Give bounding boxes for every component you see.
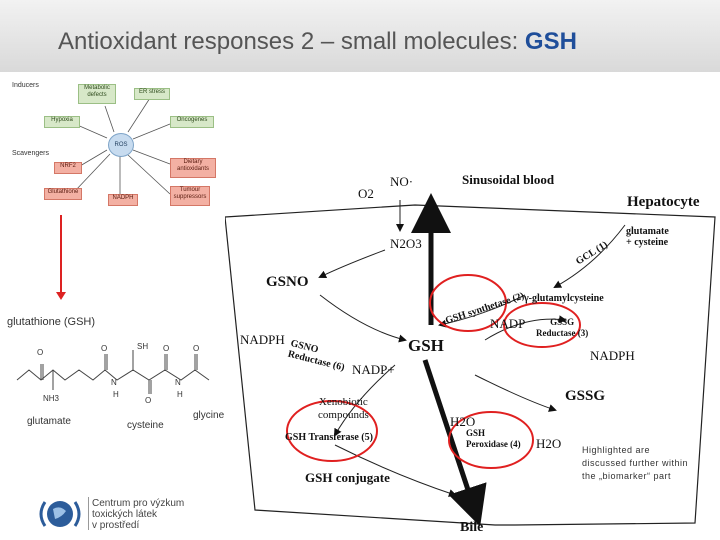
box-tumour-suppressors: Tumour suppressors — [170, 186, 210, 206]
atom-sh: SH — [137, 342, 149, 351]
atom-n-1: N — [111, 378, 117, 387]
inducers-label: Inducers — [12, 82, 39, 89]
logo-line-3: v prostředí — [92, 520, 140, 531]
arrow-synthetase — [438, 294, 526, 328]
highlight-transferase — [286, 400, 378, 462]
atom-h-1: H — [113, 390, 119, 399]
logo-line-1: Centrum pro výzkum — [92, 498, 185, 509]
structure-bonds — [16, 350, 210, 394]
label-gsh-transferase: GSH Transferase (5) — [285, 432, 373, 443]
logo-text: Centrum pro výzkum toxických látek v pro… — [92, 498, 184, 531]
label-nadph-right: NADPH — [590, 348, 635, 363]
ros-panel: Inducers Scavengers Metabolic defects ER… — [10, 76, 225, 216]
label-gssg: GSSG — [565, 388, 606, 404]
label-n2o3: N2O3 — [390, 236, 422, 251]
ros-center: ROS — [108, 133, 134, 157]
box-oncogenes: Oncogenes — [170, 116, 214, 128]
atom-h-2: H — [177, 390, 183, 399]
title-text: Antioxidant responses 2 – small molecule… — [58, 28, 519, 55]
label-nadph-left: NADPH — [240, 332, 285, 347]
label-xenobiotic: Xenobiotic compounds — [318, 396, 369, 421]
atom-o-4: O — [193, 344, 200, 353]
atom-o-5: O — [145, 396, 152, 405]
label-gsno: GSNO — [266, 274, 309, 290]
box-hypoxia: Hypoxia — [44, 116, 80, 128]
label-glutamate-cysteine: glutamate + cysteine — [626, 226, 669, 248]
arrow-gssg-reductase — [484, 315, 567, 341]
label-gamma-glutamylcysteine: γ-glutamylcysteine — [524, 293, 604, 304]
label-glutamate: glutamate — [27, 416, 71, 427]
arrow-gsh-gssg — [474, 374, 557, 412]
label-sinusoidal-blood: Sinusoidal blood — [462, 172, 555, 187]
slide-title: Antioxidant responses 2 – small molecule… — [58, 28, 577, 56]
arrow-n2o3-gsno — [318, 249, 386, 279]
hepatocyte-diagram — [225, 193, 716, 527]
label-bile: Bile — [460, 520, 484, 535]
recetox-logo-icon — [39, 501, 81, 527]
atom-n-2: N — [175, 378, 181, 387]
label-nadp-right: NADP — [490, 316, 526, 331]
arrow-gcl — [553, 224, 626, 288]
export-arrow-bile — [422, 359, 487, 527]
logo-divider — [88, 497, 89, 530]
logo-line-2: toxických látek — [92, 509, 158, 520]
pointer-arrow-head — [56, 292, 66, 300]
structure-heading: glutathione (GSH) — [7, 316, 96, 328]
box-er-stress: ER stress — [134, 88, 170, 100]
highlight-peroxidase — [448, 411, 534, 469]
atom-nh3: NH3 — [43, 394, 60, 403]
label-no: NO· — [390, 174, 414, 189]
box-nrf2: NRF2 — [54, 162, 82, 174]
arrow-gsno-reduction — [319, 294, 407, 343]
atom-o-3: O — [163, 344, 170, 353]
cell-outline — [225, 204, 716, 526]
box-nadph: NADPH — [108, 194, 138, 206]
highlight-gssg-reductase — [503, 302, 581, 348]
box-metabolic-defects: Metabolic defects — [78, 84, 116, 104]
gsh-structure: glutathione (GSH) O O SH O O NH3 N H N H… — [5, 312, 230, 432]
label-gsh-center: GSH — [408, 336, 444, 355]
label-glycine: glycine — [193, 410, 225, 421]
title-bar — [0, 0, 720, 72]
title-accent: GSH — [524, 28, 577, 55]
highlight-synthetase — [429, 274, 507, 332]
atom-o-2: O — [101, 344, 108, 353]
box-dietary-antioxidants: Dietary antioxidants — [170, 158, 216, 178]
label-gsh-conjugate: GSH conjugate — [305, 470, 390, 485]
arrow-conjugate — [334, 444, 457, 497]
atom-o-1: O — [37, 348, 44, 357]
ros-arrows — [74, 97, 171, 195]
pointer-arrow — [60, 215, 62, 295]
label-h2o-right: H2O — [536, 436, 562, 451]
highlight-circles — [286, 274, 581, 469]
box-glutathione: Glutathione — [44, 188, 82, 200]
label-o2: O2 — [358, 186, 374, 201]
scavengers-label: Scavengers — [12, 150, 49, 157]
label-gsh-peroxidase: GSH Peroxidase (4) — [466, 428, 521, 449]
arrow-transferase — [334, 364, 396, 437]
highlight-note: Highlighted are discussed further within… — [582, 445, 689, 481]
label-cysteine: cysteine — [127, 420, 164, 431]
label-nadp-left: NADP+ — [352, 362, 395, 377]
label-h2o-top: H2O — [450, 414, 476, 429]
label-hepatocyte: Hepatocyte — [627, 194, 700, 210]
label-gssg-reductase: GSSG Reductase (3) — [536, 317, 589, 338]
